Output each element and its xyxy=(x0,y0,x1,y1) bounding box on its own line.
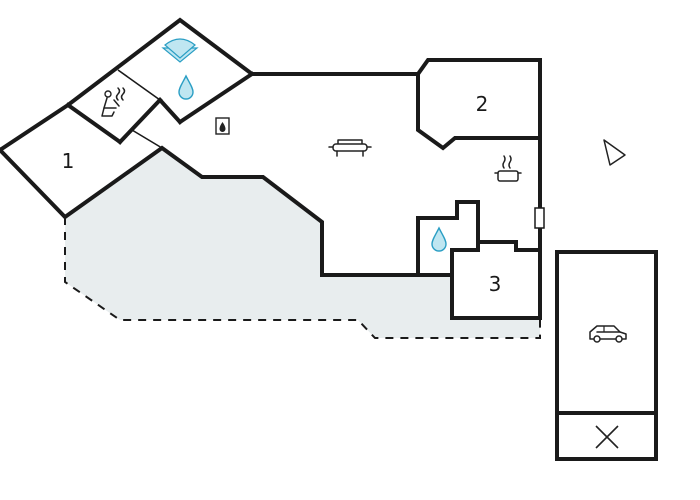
shower-drop-icon xyxy=(178,74,194,100)
kitchen-pot-icon xyxy=(494,155,522,182)
exterior-wall-lower xyxy=(0,145,454,320)
sofa-icon xyxy=(328,139,372,157)
north-arrow-icon xyxy=(603,139,626,166)
room-2-label: 2 xyxy=(476,92,489,116)
bathroom-drop-icon xyxy=(431,226,447,252)
terrace-boundary xyxy=(64,217,541,339)
carport xyxy=(555,250,658,461)
car-icon xyxy=(589,325,627,343)
wall-sauna-corridor xyxy=(117,97,163,145)
wall-bathroom xyxy=(416,200,542,277)
wall-room1-sauna xyxy=(65,102,123,145)
exterior-door xyxy=(534,207,545,229)
sauna-icon xyxy=(101,87,126,117)
empty-bay-cross-icon xyxy=(595,425,619,449)
wall-sauna-shower xyxy=(117,69,161,101)
wall-shower-corridor xyxy=(157,97,183,125)
wall-room2 xyxy=(416,72,542,151)
wall-room3 xyxy=(450,240,480,277)
wall-shower-main xyxy=(177,71,255,125)
shower-icon xyxy=(161,38,199,63)
room-3-label: 3 xyxy=(489,272,502,296)
terrace-area xyxy=(65,148,540,338)
room-1-label: 1 xyxy=(62,149,75,173)
fireplace-icon xyxy=(215,117,230,135)
wall-corridor-lower xyxy=(131,129,163,149)
